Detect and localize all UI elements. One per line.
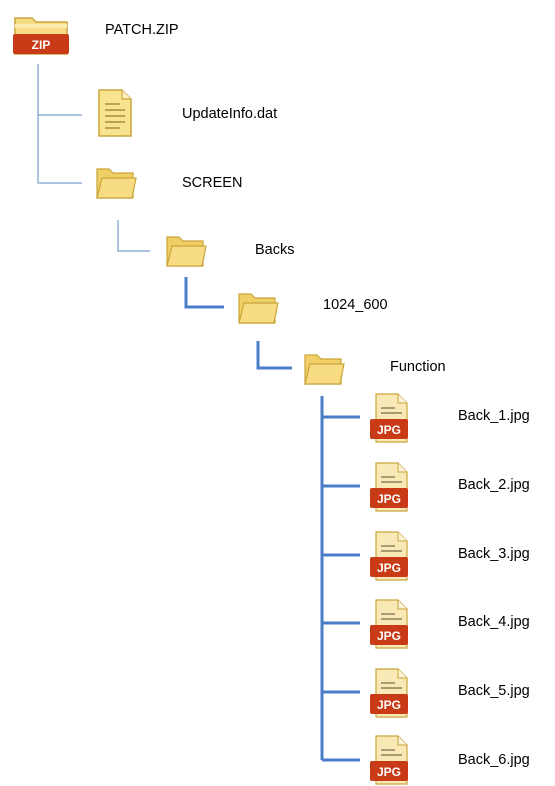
document-icon bbox=[98, 89, 132, 137]
label-back-2-jpg: Back_2.jpg bbox=[458, 477, 530, 493]
label-back-5-jpg: Back_5.jpg bbox=[458, 683, 530, 699]
jpg-icon: JPG bbox=[370, 531, 408, 581]
folder-icon bbox=[166, 236, 207, 267]
zip-badge-text: ZIP bbox=[32, 38, 51, 52]
label-back-4-jpg: Back_4.jpg bbox=[458, 614, 530, 630]
connector-root-screen bbox=[37, 115, 82, 184]
jpg-badge-text: JPG bbox=[377, 698, 401, 712]
jpg-badge-text: JPG bbox=[377, 423, 401, 437]
connector-screen-backs bbox=[117, 220, 150, 252]
folder-icon bbox=[96, 168, 137, 199]
jpg-badge-text: JPG bbox=[377, 561, 401, 575]
jpg-icon: JPG bbox=[370, 668, 408, 718]
label-updateinfo-dat: UpdateInfo.dat bbox=[182, 106, 278, 122]
connector-1024-function bbox=[256, 341, 292, 370]
jpg-icon: JPG bbox=[370, 735, 408, 785]
connector-backs-1024 bbox=[184, 277, 224, 309]
jpg-icon: JPG bbox=[370, 462, 408, 512]
zip-icon: ZIP bbox=[13, 17, 69, 55]
folder-icon bbox=[304, 354, 345, 385]
jpg-icon: JPG bbox=[370, 599, 408, 649]
jpg-badge-text: JPG bbox=[377, 629, 401, 643]
jpg-badge-text: JPG bbox=[377, 492, 401, 506]
jpg-icon: JPG bbox=[370, 393, 408, 443]
label-back-6-jpg: Back_6.jpg bbox=[458, 752, 530, 768]
label-backs: Backs bbox=[255, 242, 295, 258]
label-function: Function bbox=[390, 359, 446, 375]
jpg-badge-text: JPG bbox=[377, 765, 401, 779]
connector-root-updateinfo bbox=[37, 64, 82, 116]
label-patch-zip: PATCH.ZIP bbox=[105, 22, 179, 38]
label-screen: SCREEN bbox=[182, 175, 243, 191]
label-1024-600: 1024_600 bbox=[323, 297, 388, 313]
label-back-3-jpg: Back_3.jpg bbox=[458, 546, 530, 562]
folder-icon bbox=[238, 293, 279, 324]
label-back-1-jpg: Back_1.jpg bbox=[458, 408, 530, 424]
